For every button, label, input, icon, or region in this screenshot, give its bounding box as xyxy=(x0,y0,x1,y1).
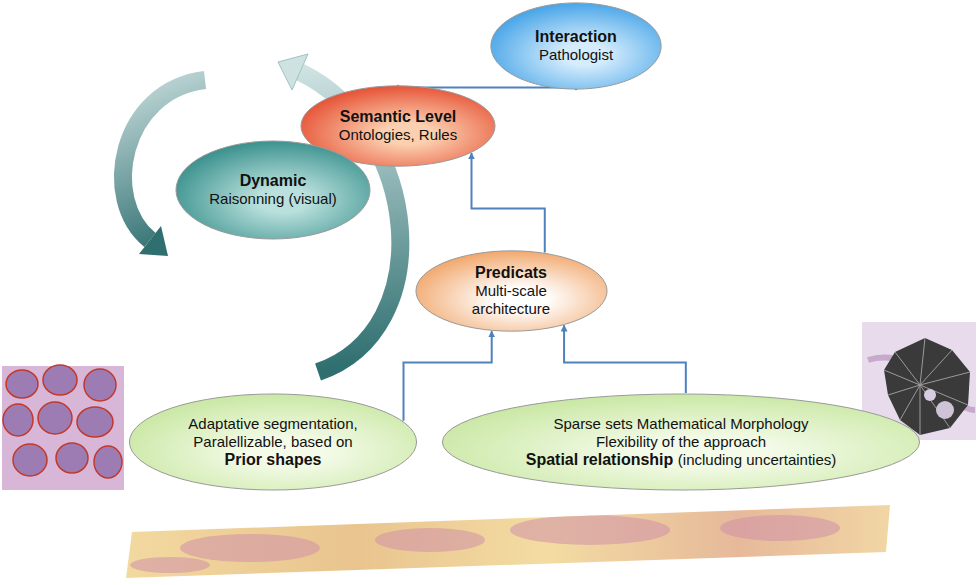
text-line: Pathologist xyxy=(539,46,613,64)
flow-arrow xyxy=(404,331,492,420)
morphology-ellipse: Sparse sets Mathematical MorphologyFlexi… xyxy=(440,393,922,491)
node-heading: Spatial relationship xyxy=(526,451,674,468)
ellipse-outline xyxy=(176,141,370,239)
text-line: Raisonning (visual) xyxy=(209,190,337,208)
node-heading: Dynamic xyxy=(240,172,307,189)
node-label: Flexibility of the approach xyxy=(596,433,766,450)
node-label: Adaptative segmentation, Paralellizable,… xyxy=(188,415,357,450)
text-line: Prior shapes xyxy=(225,451,322,469)
flow-arrow xyxy=(472,153,545,252)
node-label: Multi-scale architecture xyxy=(472,282,550,317)
ellipse-outline xyxy=(415,251,606,331)
node-heading: Semantic Level xyxy=(340,108,457,125)
flow-arrow xyxy=(564,325,686,393)
ellipse-outline xyxy=(442,394,919,490)
cycle-arrow-head xyxy=(278,54,308,90)
interaction-ellipse: InteractionPathologist xyxy=(490,2,662,90)
text-line: Dynamic xyxy=(240,172,307,190)
nuclei-image xyxy=(2,365,124,490)
node-label: Sparse sets Mathematical Morphology xyxy=(553,415,808,432)
node-label: Raisonning (visual) xyxy=(209,190,337,207)
ellipse-outline xyxy=(491,3,661,89)
slide-strip xyxy=(126,505,890,578)
node-label: Ontologies, Rules xyxy=(339,126,457,143)
segmentation-ellipse: Adaptative segmentation, Paralellizable,… xyxy=(128,393,418,491)
text-line: Interaction xyxy=(535,28,617,46)
dynamic-ellipse: DynamicRaisonning (visual) xyxy=(175,140,371,240)
node-text: InteractionPathologist xyxy=(507,2,645,90)
node-text: Semantic LevelOntologies, Rules xyxy=(320,85,477,167)
text-line: Multi-scale architecture xyxy=(434,282,588,318)
node-heading: Predicats xyxy=(475,264,547,281)
text-line: Spatial relationship(including uncertain… xyxy=(526,451,837,469)
text-line: Semantic Level xyxy=(340,108,457,126)
predicate-ellipse: PredicatsMulti-scale architecture xyxy=(415,250,608,332)
node-heading: Interaction xyxy=(535,28,617,45)
node-text: DynamicRaisonning (visual) xyxy=(195,140,352,240)
node-text: PredicatsMulti-scale architecture xyxy=(434,250,588,332)
node-label: Pathologist xyxy=(539,46,613,63)
cycle-arrow-head xyxy=(139,226,168,256)
text-line: Flexibility of the approach xyxy=(596,433,766,451)
text-line: Ontologies, Rules xyxy=(339,126,457,144)
node-heading: Prior shapes xyxy=(225,451,322,468)
node-label: (including uncertainties) xyxy=(678,451,836,468)
node-text: Sparse sets Mathematical MorphologyFlexi… xyxy=(488,393,874,491)
ellipse-outline xyxy=(129,394,416,490)
text-line: Predicats xyxy=(475,264,547,282)
node-text: Adaptative segmentation, Paralellizable,… xyxy=(157,393,389,491)
text-line: Sparse sets Mathematical Morphology xyxy=(553,415,808,433)
text-line: Adaptative segmentation, Paralellizable,… xyxy=(157,415,389,451)
